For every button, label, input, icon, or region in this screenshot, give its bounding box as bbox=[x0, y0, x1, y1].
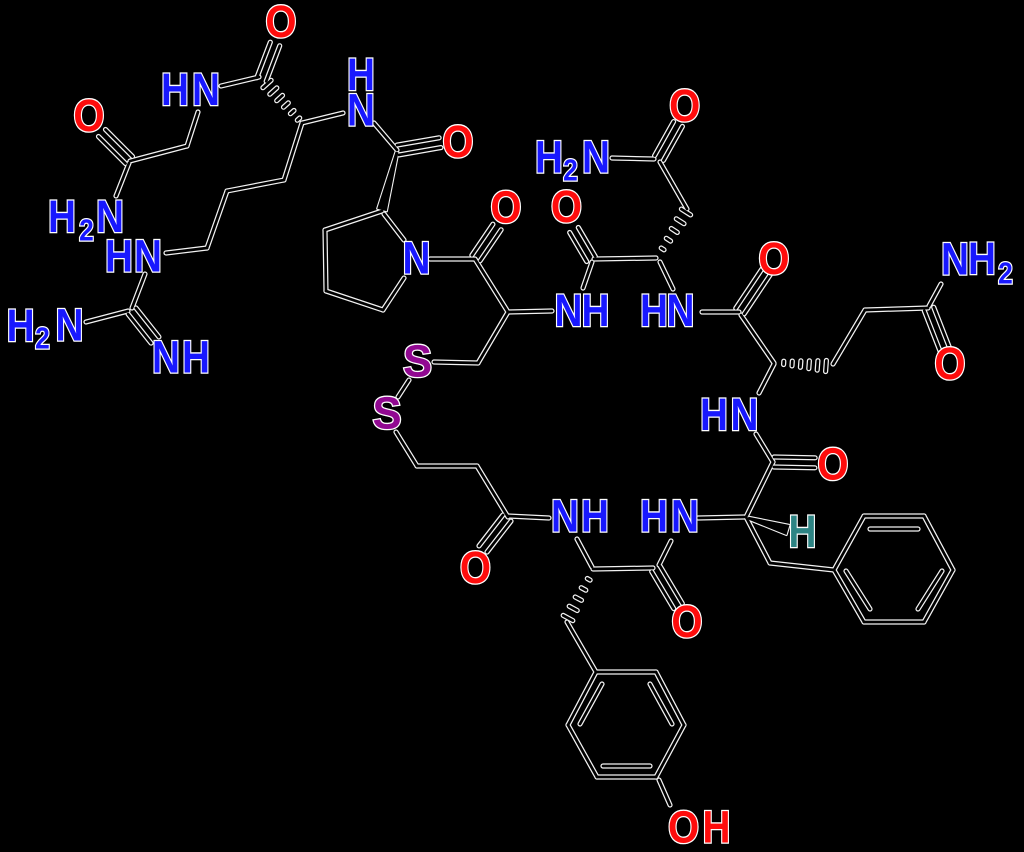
svg-text:O: O bbox=[460, 543, 491, 594]
svg-text:N: N bbox=[56, 300, 84, 350]
svg-text:N: N bbox=[671, 491, 699, 541]
svg-text:N: N bbox=[134, 231, 162, 281]
svg-text:H: H bbox=[105, 231, 133, 281]
svg-text:H: H bbox=[700, 389, 728, 439]
svg-text:H: H bbox=[703, 802, 731, 852]
svg-text:H: H bbox=[640, 285, 668, 335]
svg-text:O: O bbox=[758, 234, 789, 285]
svg-text:H: H bbox=[581, 491, 609, 541]
svg-text:2: 2 bbox=[35, 322, 50, 356]
svg-text:2: 2 bbox=[79, 213, 94, 247]
svg-text:N: N bbox=[96, 191, 124, 241]
svg-text:H: H bbox=[48, 191, 76, 241]
svg-text:O: O bbox=[265, 0, 296, 48]
svg-text:H: H bbox=[789, 506, 817, 556]
svg-text:H: H bbox=[535, 132, 563, 182]
svg-text:N: N bbox=[347, 85, 375, 135]
svg-text:N: N bbox=[152, 332, 180, 382]
svg-text:O: O bbox=[551, 182, 582, 233]
svg-text:N: N bbox=[582, 132, 610, 182]
svg-text:O: O bbox=[934, 339, 965, 390]
svg-text:H: H bbox=[968, 233, 996, 283]
svg-text:H: H bbox=[582, 285, 610, 335]
svg-text:O: O bbox=[668, 802, 699, 852]
svg-text:O: O bbox=[671, 597, 702, 648]
svg-text:H: H bbox=[640, 491, 668, 541]
svg-text:S: S bbox=[403, 337, 432, 387]
svg-text:H: H bbox=[161, 64, 189, 114]
svg-text:N: N bbox=[941, 234, 969, 284]
svg-text:H: H bbox=[347, 49, 375, 99]
svg-text:N: N bbox=[667, 285, 695, 335]
svg-text:S: S bbox=[372, 389, 401, 439]
svg-text:N: N bbox=[192, 64, 220, 114]
svg-text:O: O bbox=[490, 182, 521, 233]
svg-text:H: H bbox=[182, 332, 210, 382]
svg-text:2: 2 bbox=[998, 257, 1013, 291]
svg-text:O: O bbox=[669, 81, 700, 132]
svg-text:N: N bbox=[555, 285, 583, 335]
svg-text:2: 2 bbox=[563, 154, 578, 188]
svg-text:O: O bbox=[442, 117, 473, 168]
svg-text:H: H bbox=[7, 300, 35, 350]
svg-text:O: O bbox=[73, 91, 104, 142]
svg-text:O: O bbox=[817, 439, 848, 490]
svg-text:N: N bbox=[403, 233, 431, 283]
svg-text:N: N bbox=[551, 491, 579, 541]
svg-text:N: N bbox=[731, 389, 759, 439]
